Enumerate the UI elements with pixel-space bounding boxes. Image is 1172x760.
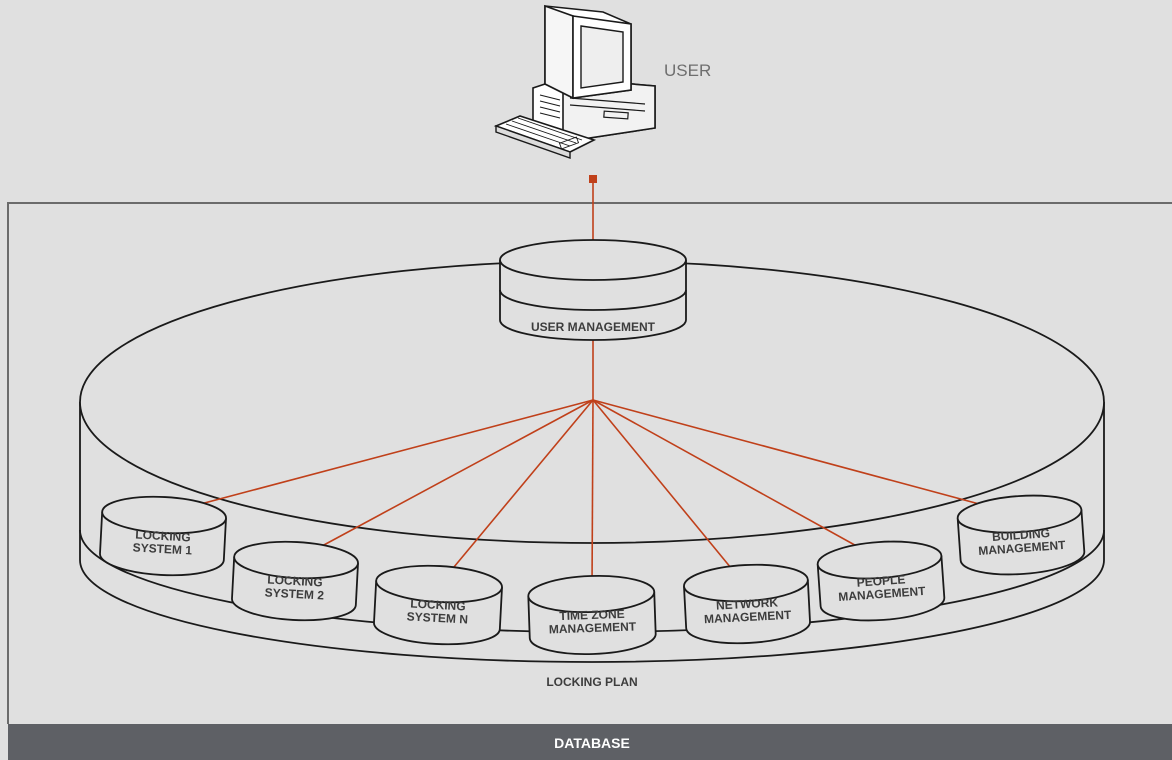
- connector-time-zone-management: [591, 399, 594, 590]
- user-management-label: USER MANAGEMENT: [531, 320, 656, 334]
- module-label-line: SYSTEM 2: [264, 585, 324, 602]
- module-label-line: LOCKING: [410, 597, 466, 614]
- cylinder-top: [375, 564, 503, 604]
- module-label-line: NETWORK: [716, 595, 779, 612]
- database-label: DATABASE: [554, 735, 630, 751]
- database-bar: [8, 724, 1172, 760]
- desktop-computer-icon[interactable]: [493, 4, 656, 159]
- connector-lines: [162, 399, 1021, 590]
- module-label-line: BUILDING: [992, 526, 1051, 544]
- module-label-line: LOCKING: [267, 573, 323, 590]
- cylinder-top: [816, 540, 943, 580]
- module-label-line: LOCKING: [135, 528, 191, 545]
- locking-plan-label: LOCKING PLAN: [546, 675, 637, 689]
- module-label-line: MANAGEMENT: [704, 608, 793, 627]
- database-frame: [7, 202, 1172, 724]
- user-label: USER: [664, 61, 711, 80]
- connector-locking-system-1: [162, 399, 594, 515]
- cylinder-top: [956, 494, 1083, 534]
- connector-building-management: [592, 399, 1021, 516]
- connector-locking-system-n: [438, 399, 594, 586]
- module-label-line: TIME ZONE: [559, 607, 625, 623]
- module-label-line: MANAGEMENT: [978, 538, 1067, 558]
- connector-people-management: [592, 399, 881, 560]
- cylinder-top: [101, 495, 227, 535]
- module-label-line: SYSTEM 1: [132, 540, 192, 557]
- connector-locking-system-2: [295, 399, 594, 561]
- cylinder-top: [233, 540, 359, 580]
- module-label-line: SYSTEM N: [406, 609, 468, 626]
- module-label-line: PEOPLE: [856, 572, 906, 589]
- module-label-line: MANAGEMENT: [838, 584, 927, 604]
- cylinder-top: [527, 574, 656, 614]
- module-label-line: MANAGEMENT: [549, 619, 637, 636]
- cylinder-top: [683, 563, 809, 603]
- user-connector-terminal: [589, 175, 597, 183]
- connector-network-management: [592, 399, 746, 586]
- user-management-cylinder[interactable]: USER MANAGEMENT: [499, 239, 687, 341]
